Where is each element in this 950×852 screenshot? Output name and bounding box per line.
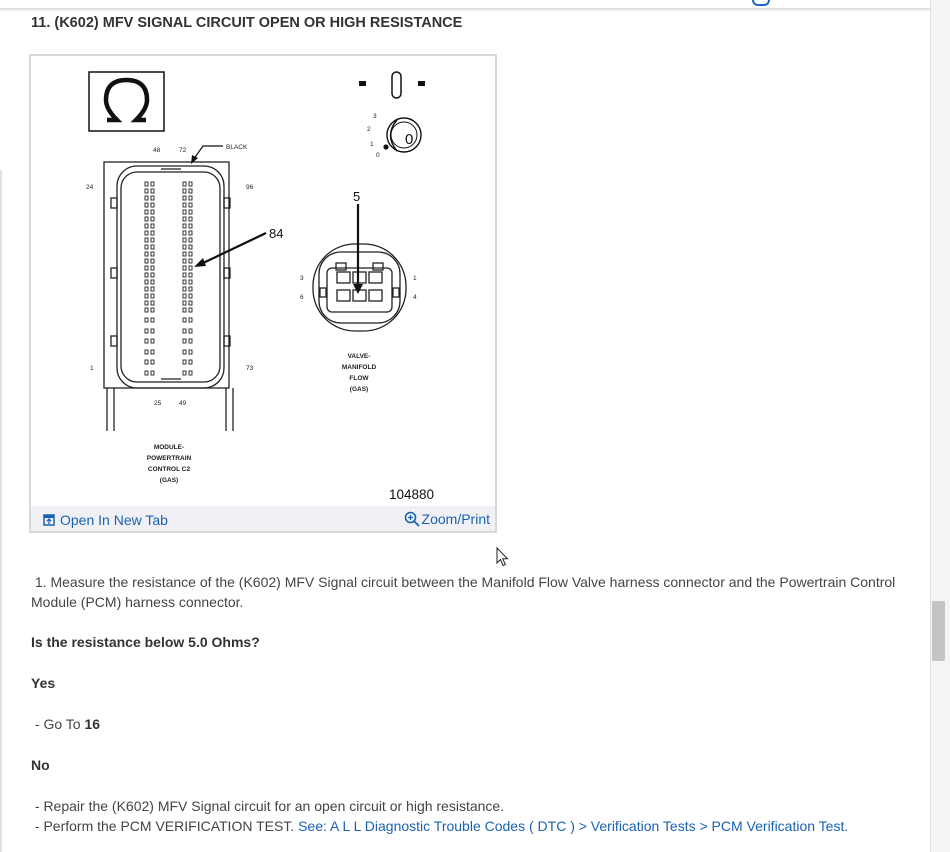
figure-id: 104880 [389,487,435,502]
black-leader-arrowhead [191,155,198,164]
wiring-figure: 48 72 BLACK 24 96 1 73 25 49 84 MODULE- … [29,54,497,533]
figure-toolbar [31,506,495,531]
open-tab-icon [43,514,55,526]
callout-5: 5 [353,189,360,204]
zoom-print-link[interactable]: Zoom/Print [404,511,490,527]
svg-text:(GAS): (GAS) [350,386,368,393]
mouse-cursor-icon [496,547,509,567]
open-new-tab-link[interactable]: Open In New Tab [43,512,168,528]
svg-text:FLOW: FLOW [349,375,369,382]
svg-text:0: 0 [405,131,413,148]
svg-text:VALVE-: VALVE- [348,353,371,360]
svg-text:2: 2 [367,126,371,133]
yes-goto: - Go To 16 [34,716,101,732]
pcm-pin-25: 25 [154,400,162,407]
svg-text:3: 3 [300,275,304,282]
pcm-pin-24: 24 [86,184,94,191]
svg-text:1: 1 [413,275,417,282]
left-border [0,170,2,852]
instruction-text: 1. Measure the resistance of the (K602) … [31,574,896,610]
goto-step-link[interactable]: 16 [84,716,101,732]
valve-pin-labels: 3 6 1 4 [300,275,417,301]
svg-text:0: 0 [376,152,380,159]
svg-text:6: 6 [300,294,304,301]
zoom-print-label: Zoom/Print [421,511,490,527]
valve-connector [312,243,407,332]
scrollbar-thumb[interactable] [932,601,945,661]
zoom-icon [404,511,420,527]
pcm-black-label: BLACK [226,144,248,151]
pcm-pin-48: 48 [153,147,161,154]
pcm-pin-73: 73 [246,365,254,372]
pcm-pin-1: 1 [90,365,94,372]
callout-84-arrowhead [194,258,206,267]
callout-84-arrow [200,232,267,265]
pcm-verification-test-link[interactable]: See: A L L Diagnostic Trouble Codes ( DT… [298,818,845,834]
pcm-pin-labels: 48 72 BLACK 24 96 1 73 25 49 [86,144,254,407]
ohm-icon [88,71,165,132]
no-item-2: - Perform the PCM VERIFICATION TEST. See… [34,818,849,834]
ignition-switch-icon: 3 2 1 0 0 [359,71,425,159]
svg-text:POWERTRAIN: POWERTRAIN [147,455,192,462]
valve-name: VALVE- MANIFOLD FLOW (GAS) [342,353,377,393]
yes-label: Yes [31,675,56,691]
scrollbar-track[interactable] [930,0,950,852]
svg-text:MANIFOLD: MANIFOLD [342,364,377,371]
pcm-pin-72: 72 [179,147,187,154]
callout-84: 84 [269,226,283,241]
black-leader [192,145,223,161]
svg-text:1: 1 [370,141,374,148]
pcm-connector [103,161,234,431]
question-text: Is the resistance below 5.0 Ohms? [31,634,260,650]
pcm-pin-49: 49 [179,400,187,407]
no-label: No [31,757,50,773]
step-title: 11. (K602) MFV SIGNAL CIRCUIT OPEN OR HI… [31,15,463,31]
callout-5-arrowhead [353,284,363,294]
pcm-pin-96: 96 [246,184,254,191]
toolbar-icon-partial[interactable] [752,0,770,6]
svg-text:MODULE-: MODULE- [154,444,184,451]
svg-text:CONTROL C2: CONTROL C2 [148,466,191,473]
connector-diagram: 48 72 BLACK 24 96 1 73 25 49 84 MODULE- … [86,71,425,484]
svg-text:4: 4 [413,294,417,301]
pcm-name: MODULE- POWERTRAIN CONTROL C2 (GAS) [147,444,192,484]
top-toolbar [0,0,930,9]
svg-text:(GAS): (GAS) [160,477,178,484]
no-item-1: - Repair the (K602) MFV Signal circuit f… [34,798,505,814]
open-new-tab-label: Open In New Tab [60,512,168,528]
svg-text:3: 3 [373,113,377,120]
